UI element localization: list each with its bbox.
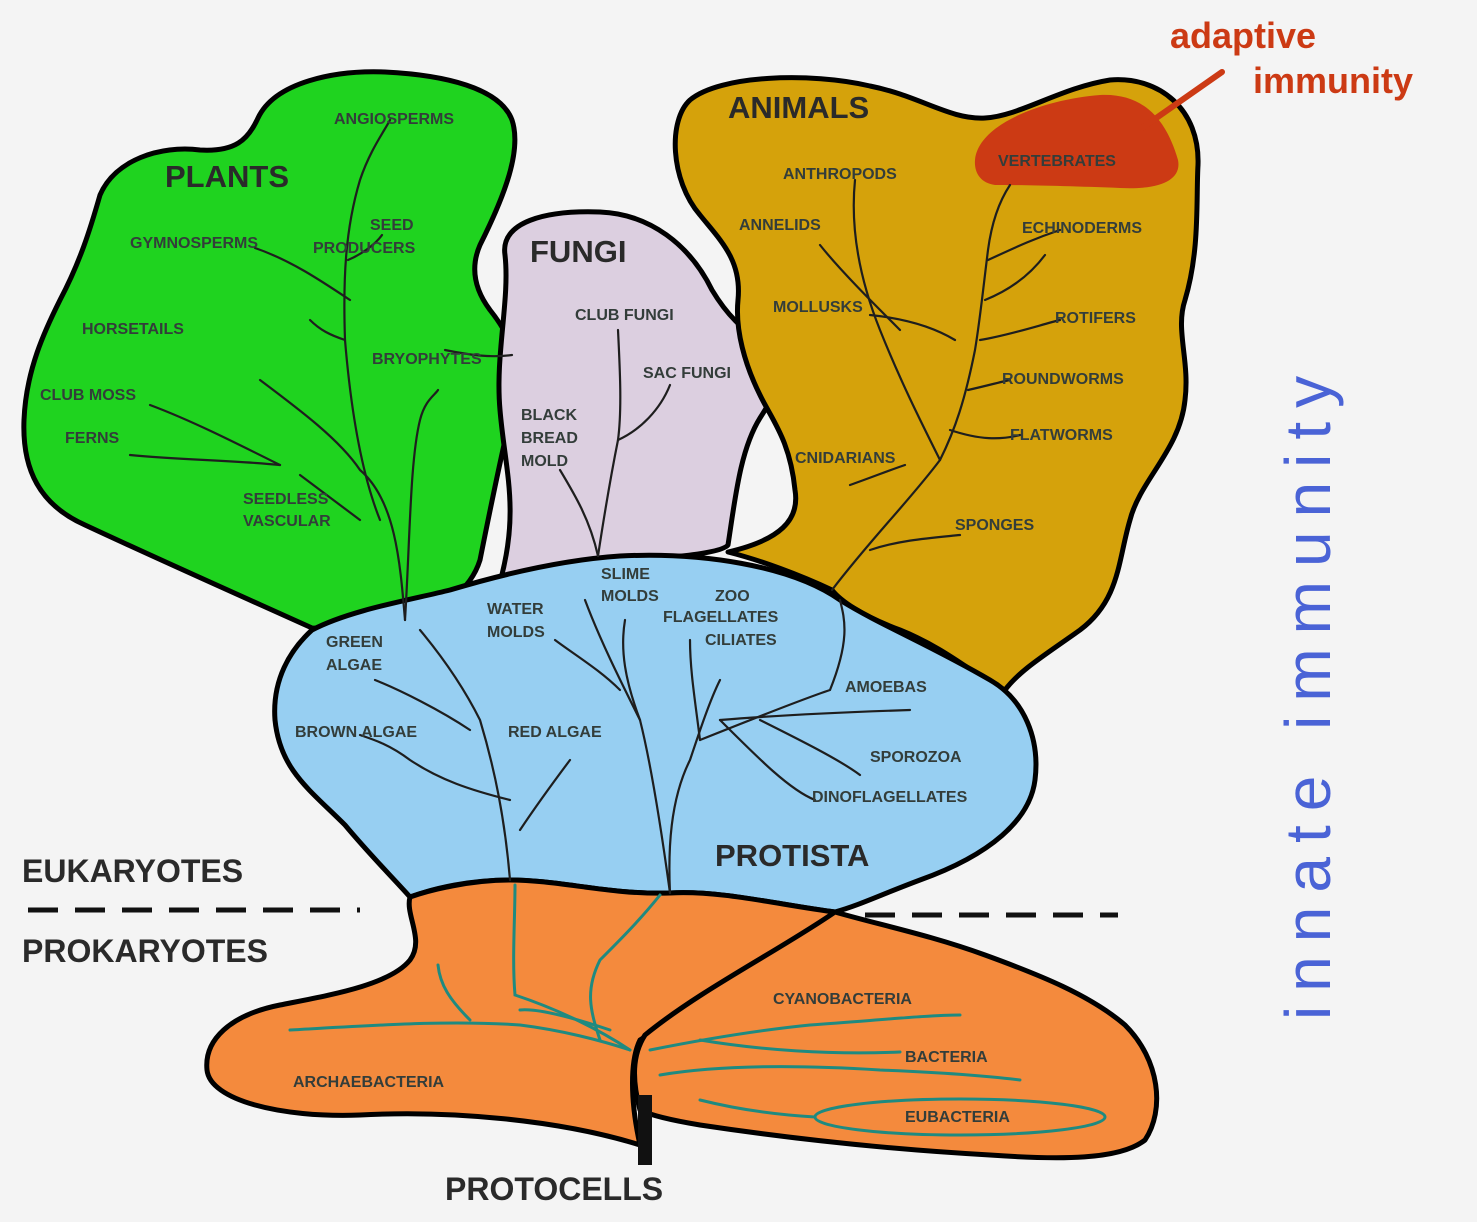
bryophytes-label: BRYOPHYTES: [372, 351, 482, 368]
adaptive-immunity-line1: adaptive: [1170, 15, 1316, 56]
amoebas-label: AMOEBAS: [845, 679, 927, 696]
brown-algae-label: BROWN ALGAE: [295, 724, 417, 741]
zooflagellates-line1: ZOO: [715, 588, 750, 605]
black-bread-mold-line2: BREAD: [521, 430, 578, 447]
echinoderms-label: ECHINODERMS: [1022, 220, 1142, 237]
fungi-label: FUNGI: [530, 234, 626, 269]
green-algae-line1: GREEN: [326, 634, 383, 651]
protocells-label: PROTOCELLS: [445, 1171, 663, 1207]
seedless-vascular-line1: SEEDLESS: [243, 491, 329, 508]
ferns-label: FERNS: [65, 430, 120, 447]
plants-label: PLANTS: [165, 159, 289, 194]
annelids-label: ANNELIDS: [739, 217, 821, 234]
seed-producers-line1: SEED: [370, 217, 414, 234]
green-algae-line2: ALGAE: [326, 657, 382, 674]
dinoflagellates-label: DINOFLAGELLATES: [812, 789, 968, 806]
cyanobacteria-label: CYANOBACTERIA: [773, 991, 912, 1008]
trunk: [638, 1095, 652, 1165]
animals-label: ANIMALS: [728, 90, 869, 125]
water-molds-line1: WATER: [487, 601, 544, 618]
cnidarians-label: CNIDARIANS: [795, 450, 896, 467]
ciliates-label: CILIATES: [705, 632, 777, 649]
angiosperms-label: ANGIOSPERMS: [334, 111, 454, 128]
club-fungi-label: CLUB FUNGI: [575, 307, 674, 324]
anthropods-label: ANTHROPODS: [783, 166, 897, 183]
horsetails-label: HORSETAILS: [82, 321, 184, 338]
zooflagellates-line2: FLAGELLATES: [663, 609, 779, 626]
sac-fungi-label: SAC FUNGI: [643, 365, 731, 382]
protista-label: PROTISTA: [715, 838, 869, 873]
slime-molds-line2: MOLDS: [601, 588, 659, 605]
red-algae-label: RED ALGAE: [508, 724, 602, 741]
innate-immunity-label: innate immunity: [1272, 362, 1344, 1020]
bacteria-label: BACTERIA: [905, 1049, 988, 1066]
sporozoa-label: SPOROZOA: [870, 749, 962, 766]
seed-producers-line2: PRODUCERS: [313, 240, 416, 257]
archaebacteria-label: ARCHAEBACTERIA: [293, 1074, 445, 1091]
slime-molds-line1: SLIME: [601, 566, 650, 583]
seedless-vascular-line2: VASCULAR: [243, 513, 331, 530]
sponges-label: SPONGES: [955, 517, 1034, 534]
mollusks-label: MOLLUSKS: [773, 299, 863, 316]
rotifers-label: ROTIFERS: [1055, 310, 1136, 327]
eubacteria-label: EUBACTERIA: [905, 1109, 1010, 1126]
gymnosperms-label: GYMNOSPERMS: [130, 235, 258, 252]
water-molds-line2: MOLDS: [487, 624, 545, 641]
club-moss-label: CLUB MOSS: [40, 387, 136, 404]
flatworms-label: FLATWORMS: [1010, 427, 1113, 444]
roundworms-label: ROUNDWORMS: [1002, 371, 1124, 388]
prokaryotes-label: PROKARYOTES: [22, 933, 268, 969]
adaptive-immunity-line2: immunity: [1253, 60, 1413, 101]
vertebrates-label: VERTEBRATES: [998, 153, 1116, 170]
black-bread-mold-line1: BLACK: [521, 407, 577, 424]
eukaryotes-label: EUKARYOTES: [22, 853, 243, 889]
black-bread-mold-line3: MOLD: [521, 453, 568, 470]
